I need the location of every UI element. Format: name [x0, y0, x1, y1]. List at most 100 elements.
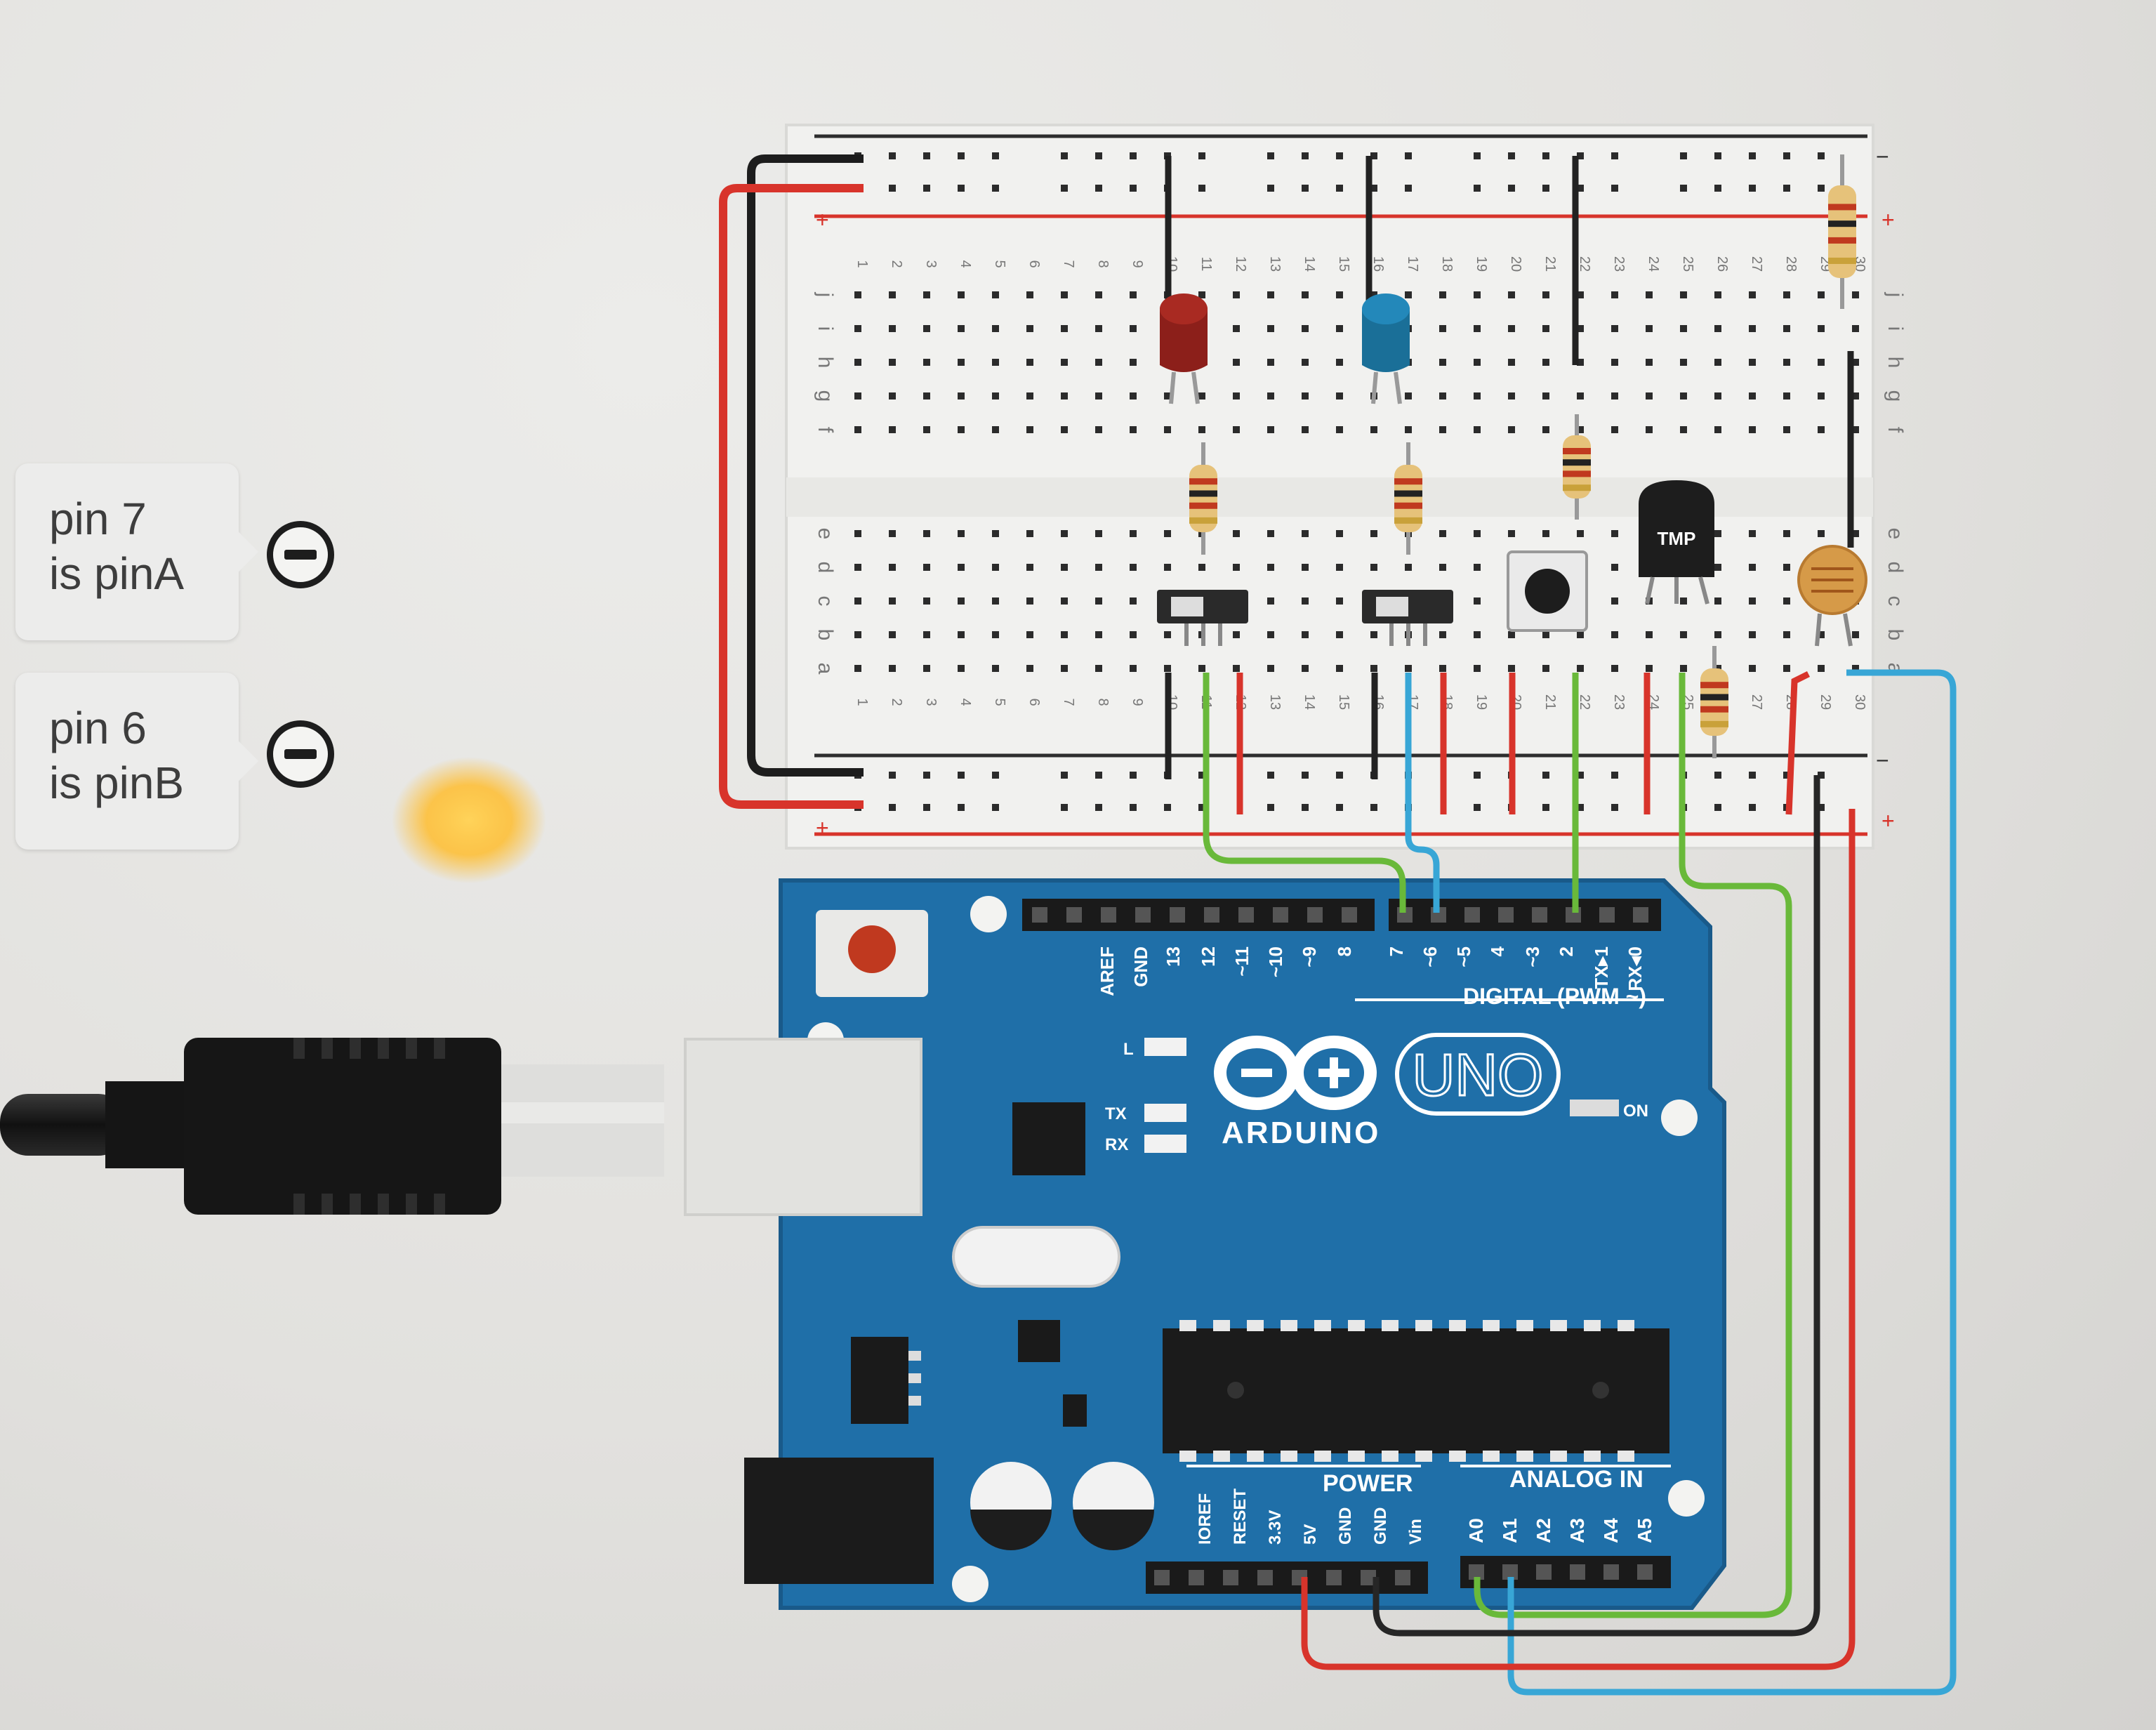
digital-pin-label: RX◂0: [1625, 946, 1646, 991]
rail-plus-label: +: [816, 815, 829, 840]
power-pin-label: RESET: [1231, 1488, 1250, 1545]
rail-plus-label: +: [816, 207, 829, 232]
pushbutton[interactable]: [1507, 550, 1588, 632]
wire-blue-pin6[interactable]: [1405, 673, 1440, 913]
usb-cable[interactable]: [0, 1038, 664, 1215]
digital-pin-label: ~11: [1231, 946, 1252, 977]
column-number: 21: [1542, 256, 1558, 272]
wire-blue-a1[interactable]: [1507, 669, 1957, 1696]
power-pin-label: 3.3V: [1266, 1510, 1285, 1545]
row-letter: d: [1884, 562, 1907, 574]
blue-led[interactable]: [1362, 293, 1410, 404]
digital-pin-label: 12: [1198, 946, 1219, 967]
wire-black-left[interactable]: [747, 154, 864, 777]
column-number: 19: [1474, 694, 1489, 710]
row-letter: h: [1884, 357, 1907, 369]
column-number: 27: [1749, 694, 1764, 710]
remove-pin-a-button[interactable]: [267, 521, 334, 588]
column-number: 26: [1714, 256, 1730, 272]
digital-pin-label: 8: [1334, 946, 1355, 956]
analog-header-label: ANALOG IN: [1509, 1466, 1644, 1493]
slide-switch-1[interactable]: [1157, 590, 1248, 646]
breadboard-holes: [854, 152, 1859, 811]
row-letter: i: [814, 326, 837, 331]
power-pin-label: GND: [1336, 1507, 1355, 1545]
column-number: 4: [958, 698, 973, 706]
voltage-regulator: [851, 1337, 908, 1424]
pin-mapping-b-line1: pin 6: [49, 703, 147, 753]
pin-mapping-a-line1: pin 7: [49, 494, 147, 544]
capacitor: [1073, 1462, 1154, 1550]
usb-chip: [1012, 1102, 1085, 1175]
digital-header-label: DIGITAL (PWM ~): [1463, 984, 1646, 1009]
power-pin-label: IOREF: [1196, 1493, 1215, 1545]
column-number: 5: [992, 260, 1007, 268]
led-label-tx: TX: [1105, 1104, 1127, 1123]
digital-pin-label: AREF: [1097, 946, 1118, 996]
column-number: 9: [1130, 260, 1145, 268]
resistor[interactable]: [1828, 154, 1856, 309]
led-l: [1144, 1038, 1186, 1056]
resistor[interactable]: [1563, 414, 1591, 520]
photoresistor[interactable]: [1797, 545, 1867, 647]
temperature-sensor[interactable]: TMP: [1639, 480, 1714, 605]
wire-green-pin7[interactable]: [1203, 673, 1406, 913]
analog-pin-label: A0: [1465, 1518, 1487, 1543]
column-number: 23: [1611, 694, 1627, 710]
digital-pin-label: 7: [1386, 946, 1407, 956]
column-number: 29: [1818, 694, 1833, 710]
resistor[interactable]: [1700, 646, 1728, 758]
row-letter: f: [1884, 427, 1907, 433]
column-number: 13: [1267, 256, 1283, 272]
digital-pin-label: ~6: [1420, 946, 1441, 968]
pin-mapping-a-line2: is pinA: [49, 548, 185, 599]
rail-plus-label: +: [1881, 207, 1895, 232]
slide-switch-2[interactable]: [1362, 590, 1453, 646]
pin-mapping-a: pin 7 is pinA: [15, 463, 259, 640]
column-number: 13: [1267, 694, 1283, 710]
column-number: 27: [1749, 256, 1764, 272]
row-letter: h: [814, 357, 837, 369]
reset-button-cap[interactable]: [848, 925, 896, 973]
pin-mapping-b-line2: is pinB: [49, 758, 185, 808]
wire-red-left[interactable]: [719, 184, 864, 809]
wire-red-5v[interactable]: [1301, 809, 1856, 1670]
power-header-label: POWER: [1323, 1470, 1413, 1497]
column-number: 2: [889, 260, 904, 268]
column-number: 20: [1508, 256, 1523, 272]
column-number: 21: [1542, 694, 1558, 710]
led-tx: [1144, 1104, 1186, 1122]
digital-pin-label: 13: [1163, 946, 1184, 967]
row-letter: c: [1884, 596, 1907, 607]
row-letter: d: [814, 562, 837, 574]
column-number: 1: [854, 260, 870, 268]
column-number: 9: [1130, 698, 1145, 706]
column-number: 23: [1611, 256, 1627, 272]
resistor[interactable]: [1394, 442, 1422, 555]
power-jack: [744, 1458, 934, 1584]
column-number: 15: [1336, 694, 1351, 710]
wire-green-a0[interactable]: [1474, 673, 1792, 1618]
glow-light: [392, 757, 546, 883]
wire-black-gnd[interactable]: [1373, 775, 1820, 1637]
remove-pin-b-button[interactable]: [267, 720, 334, 788]
analog-pin-label: A5: [1634, 1518, 1655, 1543]
column-number: 14: [1302, 694, 1317, 710]
wire-red-jumper[interactable]: [1785, 671, 1811, 815]
uno-label: UNO: [1413, 1042, 1544, 1108]
rail-minus-label: −: [1876, 144, 1889, 169]
resistor[interactable]: [1189, 442, 1217, 555]
column-number: 11: [1198, 257, 1214, 272]
atmega-chip: [1163, 1328, 1669, 1453]
row-letter: i: [1884, 326, 1907, 331]
row-letter: a: [814, 663, 837, 675]
column-number: 4: [958, 260, 973, 268]
column-number: 30: [1852, 694, 1867, 710]
red-led[interactable]: [1160, 293, 1208, 404]
capacitor: [970, 1462, 1052, 1550]
